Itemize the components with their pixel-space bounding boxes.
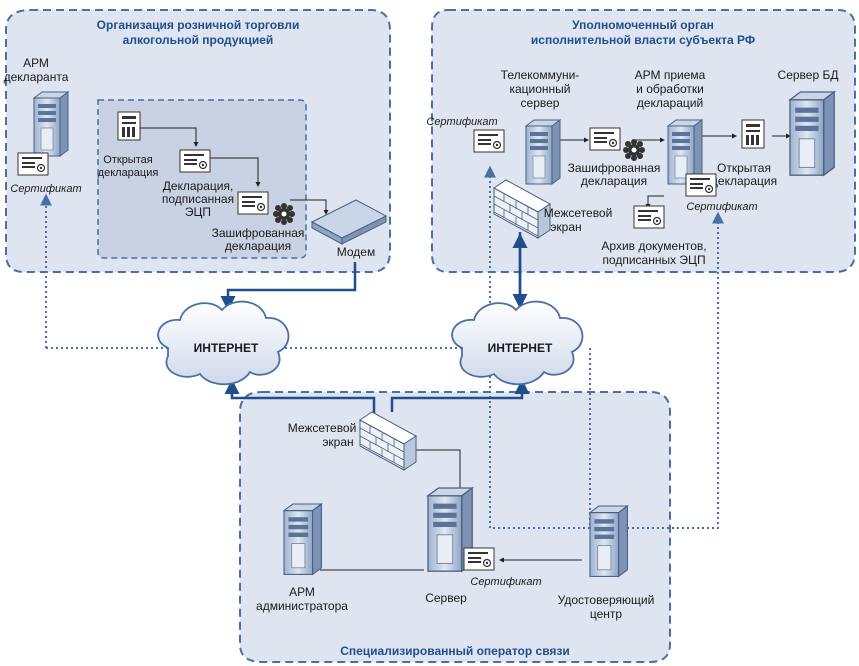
- archive-label-line2: подписанных ЭЦП: [602, 253, 705, 267]
- org-title-line1: Организация розничной торговли: [97, 18, 300, 32]
- certification-center-label-line1: Удостоверяющий: [558, 593, 655, 607]
- certification-center-icon: [589, 505, 628, 577]
- telecom-server-label-line1: Телекоммуни-: [501, 68, 580, 82]
- telecom-server-label-line2: кационный: [509, 82, 570, 96]
- open-declaration-doc-icon: [117, 111, 141, 141]
- operator-firewall-label-line2: экран: [322, 435, 353, 449]
- signed-declaration-label-line2: подписанная: [162, 192, 234, 206]
- telecom-server-icon: [525, 119, 561, 185]
- modem-icon: [310, 199, 388, 245]
- authority-certificate-left-label: Сертификат: [426, 116, 497, 128]
- db-server-label: Сервер БД: [778, 68, 839, 82]
- org-title-line2: алкогольной продукцией: [123, 33, 274, 47]
- telecom-server-label-line3: сервер: [521, 96, 560, 110]
- modem-label: Модем: [337, 245, 375, 259]
- authority-certificate-right-label: Сертификат: [686, 201, 757, 213]
- encrypted-declaration-label-line1: Зашифрованная: [212, 226, 305, 240]
- org-panel: [5, 9, 391, 273]
- admin-workstation-icon: [283, 503, 322, 575]
- org-certificate-label: Сертификат: [10, 183, 81, 195]
- authority-encrypted-doc-icon: [589, 127, 621, 151]
- open-declaration-label-line1: Открытая: [103, 154, 152, 166]
- signed-declaration-icon: [179, 149, 211, 173]
- signed-declaration-label-line1: Декларация,: [163, 179, 234, 193]
- arm-receive-label-line1: АРМ приема: [635, 68, 706, 82]
- certification-center-label-line2: центр: [590, 607, 623, 621]
- arm-receive-label-line2: и обработки: [636, 82, 704, 96]
- operator-server-label: Сервер: [425, 591, 467, 605]
- authority-encrypted-label-line2: декларация: [581, 174, 647, 188]
- encrypted-declaration-icon: [237, 191, 269, 215]
- authority-certificate-right-icon: [685, 173, 717, 197]
- arm-declarant-label-line1: АРМ: [23, 56, 49, 70]
- authority-open-declaration-icon: [741, 119, 765, 149]
- authority-open-label-line2: декларация: [711, 174, 777, 188]
- connector-lines: [140, 127, 791, 571]
- authority-encrypted-label-line1: Зашифрованная: [568, 161, 661, 175]
- operator-firewall-label-line1: Межсетевой: [288, 421, 357, 435]
- admin-label-line2: администратора: [256, 599, 348, 613]
- internet-left-label: ИНТЕРНЕТ: [194, 341, 259, 355]
- internet-right-label: ИНТЕРНЕТ: [488, 341, 553, 355]
- authority-firewall-label-line1: Межсетевой: [544, 206, 613, 220]
- signed-declaration-label-line3: ЭЦП: [185, 205, 211, 219]
- encrypted-declaration-label-line2: декларация: [225, 239, 291, 253]
- authority-open-label-line1: Открытая: [717, 161, 771, 175]
- encryption-cog-icon: [273, 203, 295, 225]
- operator-title: Специализированный оператор связи: [340, 644, 570, 658]
- archive-doc-icon: [633, 205, 665, 229]
- admin-label-line1: АРМ: [289, 585, 315, 599]
- org-certificate-icon: [17, 152, 49, 176]
- open-declaration-label-line2: декларация: [98, 167, 159, 179]
- data-flow-lines: [220, 232, 530, 418]
- authority-firewall-label-line2: экран: [550, 220, 581, 234]
- internet-cloud-left: ИНТЕРНЕТ: [157, 300, 290, 386]
- db-server-icon: [789, 91, 835, 176]
- internet-cloud-right: ИНТЕРНЕТ: [451, 300, 584, 386]
- operator-certificate-icon: [463, 547, 495, 571]
- authority-title-line1: Уполномоченный орган: [572, 18, 714, 32]
- authority-encryption-cog-icon: [623, 139, 645, 161]
- authority-title-line2: исполнительной власти субъекта РФ: [531, 33, 755, 47]
- arm-receive-label-line3: деклараций: [637, 96, 703, 110]
- archive-label-line1: Архив документов,: [601, 239, 706, 253]
- authority-certificate-left-icon: [473, 129, 505, 153]
- arm-declarant-label-line2: декларанта: [4, 70, 69, 84]
- operator-certificate-label: Сертификат: [470, 576, 541, 588]
- arm-declarant-server-icon: [33, 91, 69, 157]
